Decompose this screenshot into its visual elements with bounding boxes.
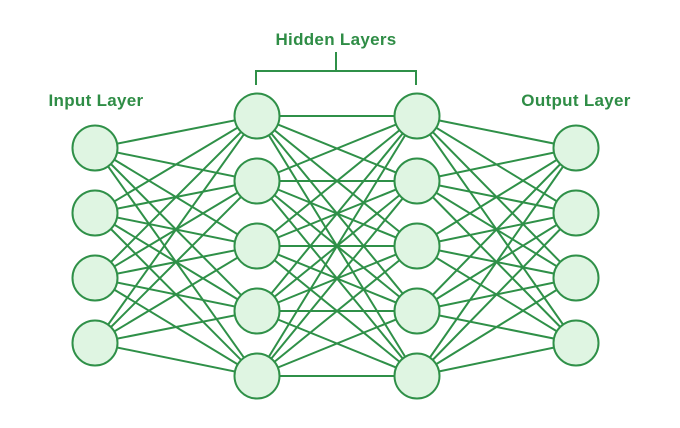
neuron-hidden-layer-1 — [233, 92, 281, 140]
connection-line — [416, 115, 577, 149]
connection-line — [416, 277, 577, 377]
output-layer-label: Output Layer — [521, 91, 631, 110]
neuron-hidden-layer-1 — [233, 157, 281, 205]
connection-line — [416, 147, 577, 182]
hidden-layers-label: Hidden Layers — [275, 30, 397, 49]
connection-line — [256, 245, 418, 377]
connection-line — [416, 147, 577, 247]
connection-line — [94, 310, 258, 344]
connection-line — [256, 115, 418, 247]
neuron-output-layer — [552, 189, 600, 237]
connection-line — [416, 147, 577, 312]
connection-line — [94, 115, 258, 149]
neuron-hidden-layer-2 — [393, 352, 441, 400]
neuron-input-layer — [71, 319, 119, 367]
neuron-hidden-layer-1 — [233, 352, 281, 400]
neuron-hidden-layer-2 — [393, 92, 441, 140]
connection-line — [94, 115, 258, 214]
connection-line — [256, 310, 418, 377]
neuron-hidden-layer-2 — [393, 222, 441, 270]
connection-line — [256, 115, 418, 312]
connection-line — [94, 342, 258, 377]
connection-line — [256, 180, 418, 377]
neuron-input-layer — [71, 189, 119, 237]
neuron-output-layer — [552, 319, 600, 367]
connection-line — [94, 245, 258, 344]
neuron-hidden-layer-1 — [233, 222, 281, 270]
neuron-hidden-layer-1 — [233, 287, 281, 335]
connection-line — [94, 180, 258, 344]
connection-line — [416, 342, 577, 377]
connection-line — [416, 147, 577, 377]
neuron-output-layer — [552, 124, 600, 172]
connection-line — [416, 212, 577, 377]
neuron-input-layer — [71, 254, 119, 302]
neuron-hidden-layer-2 — [393, 287, 441, 335]
connection-line — [256, 115, 418, 377]
input-layer-label: Input Layer — [48, 91, 144, 110]
connection-line — [256, 115, 418, 182]
connection-line — [94, 115, 258, 344]
neuron-hidden-layer-2 — [393, 157, 441, 205]
neuron-input-layer — [71, 124, 119, 172]
hidden-layers-bracket — [255, 52, 417, 85]
connection-line — [94, 115, 258, 279]
neuron-output-layer — [552, 254, 600, 302]
